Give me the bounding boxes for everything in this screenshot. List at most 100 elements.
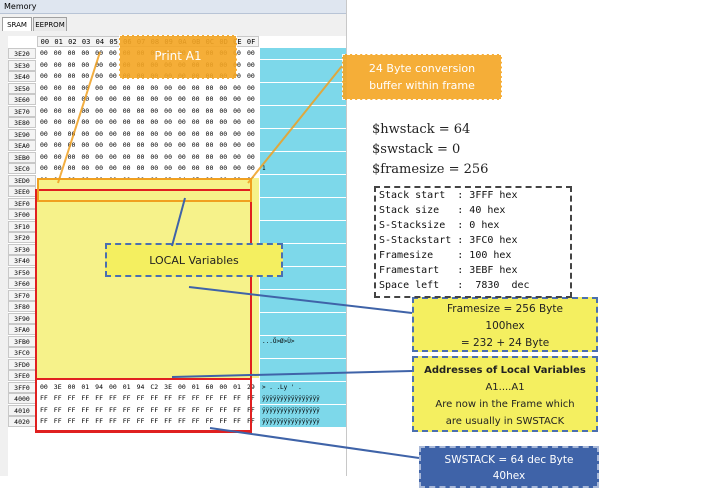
memory-byte[interactable]: FF — [67, 394, 76, 402]
memory-byte[interactable]: 00 — [191, 164, 200, 172]
memory-byte[interactable]: 00 — [164, 152, 172, 161]
memory-byte[interactable]: FF — [53, 417, 62, 425]
memory-byte[interactable]: 00 — [150, 152, 159, 161]
memory-byte[interactable]: 00 — [95, 129, 103, 138]
memory-byte[interactable]: 00 — [177, 152, 186, 161]
memory-byte[interactable]: 00 — [246, 129, 255, 138]
memory-byte[interactable]: FF — [233, 405, 241, 414]
memory-byte[interactable]: 00 — [81, 106, 90, 115]
memory-byte[interactable]: FF — [95, 405, 103, 414]
memory-byte[interactable]: 00 — [122, 152, 131, 161]
memory-byte[interactable]: 00 — [39, 72, 48, 80]
memory-byte[interactable]: 00 — [53, 118, 62, 126]
memory-byte[interactable]: FF — [122, 417, 131, 425]
tab-sram[interactable]: SRAM — [2, 17, 32, 31]
memory-byte[interactable]: 00 — [219, 164, 228, 172]
memory-byte[interactable]: 00 — [177, 83, 186, 92]
memory-byte[interactable]: 00 — [53, 129, 62, 138]
memory-byte[interactable]: 00 — [205, 106, 214, 115]
memory-byte[interactable]: 00 — [39, 129, 48, 138]
memory-byte[interactable]: FF — [164, 394, 172, 402]
memory-byte[interactable]: 00 — [39, 152, 48, 161]
memory-byte[interactable]: 94 — [136, 382, 145, 391]
memory-byte[interactable]: 00 — [164, 83, 172, 92]
memory-byte[interactable]: FF — [39, 417, 48, 425]
memory-byte[interactable]: 00 — [67, 118, 76, 126]
memory-byte[interactable]: FF — [81, 394, 90, 402]
memory-byte[interactable]: 00 — [81, 141, 90, 149]
memory-byte[interactable]: 00 — [108, 118, 117, 126]
memory-byte[interactable]: 00 — [150, 95, 159, 103]
memory-byte[interactable]: 00 — [53, 83, 62, 92]
memory-byte[interactable]: FF — [205, 405, 214, 414]
memory-byte[interactable]: 00 — [177, 118, 186, 126]
memory-byte[interactable]: FF — [191, 417, 200, 425]
memory-byte[interactable]: 3E — [53, 382, 62, 391]
memory-byte[interactable]: 00 — [108, 164, 117, 172]
memory-byte[interactable]: 00 — [191, 106, 200, 115]
memory-byte[interactable]: 00 — [67, 152, 76, 161]
memory-byte[interactable]: 00 — [136, 106, 145, 115]
memory-byte[interactable]: 00 — [136, 152, 145, 161]
memory-byte[interactable]: 00 — [233, 152, 241, 161]
memory-byte[interactable]: 00 — [164, 95, 172, 103]
memory-byte[interactable]: FF — [150, 394, 159, 402]
memory-byte[interactable]: FF — [39, 394, 48, 402]
memory-byte[interactable]: 00 — [53, 60, 62, 69]
memory-byte[interactable]: 00 — [95, 164, 103, 172]
memory-byte[interactable]: 01 — [233, 382, 241, 391]
memory-byte[interactable]: 00 — [191, 141, 200, 149]
memory-byte[interactable]: 00 — [95, 118, 103, 126]
memory-byte[interactable]: FF — [95, 417, 103, 425]
memory-byte[interactable]: FF — [67, 405, 76, 414]
memory-byte[interactable]: 00 — [108, 83, 117, 92]
memory-byte[interactable]: FF — [164, 405, 172, 414]
memory-byte[interactable]: FF — [219, 417, 228, 425]
memory-byte[interactable]: 00 — [191, 129, 200, 138]
memory-byte[interactable]: 00 — [164, 164, 172, 172]
memory-byte[interactable]: FF — [136, 417, 145, 425]
memory-byte[interactable]: 00 — [177, 141, 186, 149]
memory-byte[interactable]: 00 — [39, 49, 48, 57]
memory-byte[interactable]: 00 — [39, 141, 48, 149]
memory-byte[interactable]: 00 — [164, 129, 172, 138]
memory-byte[interactable]: 00 — [95, 72, 103, 80]
memory-byte[interactable]: FF — [122, 405, 131, 414]
memory-byte[interactable]: 00 — [191, 152, 200, 161]
memory-byte[interactable]: 00 — [164, 106, 172, 115]
memory-byte[interactable]: 00 — [150, 118, 159, 126]
memory-byte[interactable]: 00 — [108, 72, 117, 80]
memory-byte[interactable]: 00 — [233, 118, 241, 126]
memory-byte[interactable]: 00 — [246, 83, 255, 92]
memory-byte[interactable]: 00 — [39, 60, 48, 69]
memory-byte[interactable]: 00 — [246, 60, 255, 69]
memory-byte[interactable]: 00 — [53, 106, 62, 115]
memory-byte[interactable]: 00 — [122, 141, 131, 149]
memory-byte[interactable]: 00 — [246, 106, 255, 115]
memory-byte[interactable]: FF — [191, 394, 200, 402]
memory-byte[interactable]: 00 — [233, 95, 241, 103]
memory-byte[interactable]: 00 — [233, 72, 241, 80]
memory-byte[interactable]: 00 — [108, 49, 117, 57]
memory-byte[interactable]: 00 — [191, 118, 200, 126]
memory-byte[interactable]: 00 — [67, 164, 76, 172]
memory-byte[interactable]: 00 — [53, 49, 62, 57]
memory-byte[interactable]: 00 — [81, 164, 90, 172]
memory-byte[interactable]: 00 — [136, 164, 145, 172]
memory-byte[interactable]: 00 — [246, 152, 255, 161]
memory-byte[interactable]: 00 — [53, 141, 62, 149]
memory-byte[interactable]: 00 — [53, 72, 62, 80]
memory-byte[interactable]: 00 — [219, 382, 228, 391]
memory-byte[interactable]: 00 — [39, 106, 48, 115]
memory-byte[interactable]: 00 — [122, 95, 131, 103]
memory-byte[interactable]: FF — [205, 417, 214, 425]
memory-byte[interactable]: 00 — [150, 106, 159, 115]
memory-byte[interactable]: 00 — [136, 141, 145, 149]
memory-byte[interactable]: 00 — [53, 95, 62, 103]
memory-byte[interactable]: 00 — [219, 141, 228, 149]
memory-byte[interactable]: 00 — [95, 83, 103, 92]
memory-byte[interactable]: 00 — [219, 118, 228, 126]
